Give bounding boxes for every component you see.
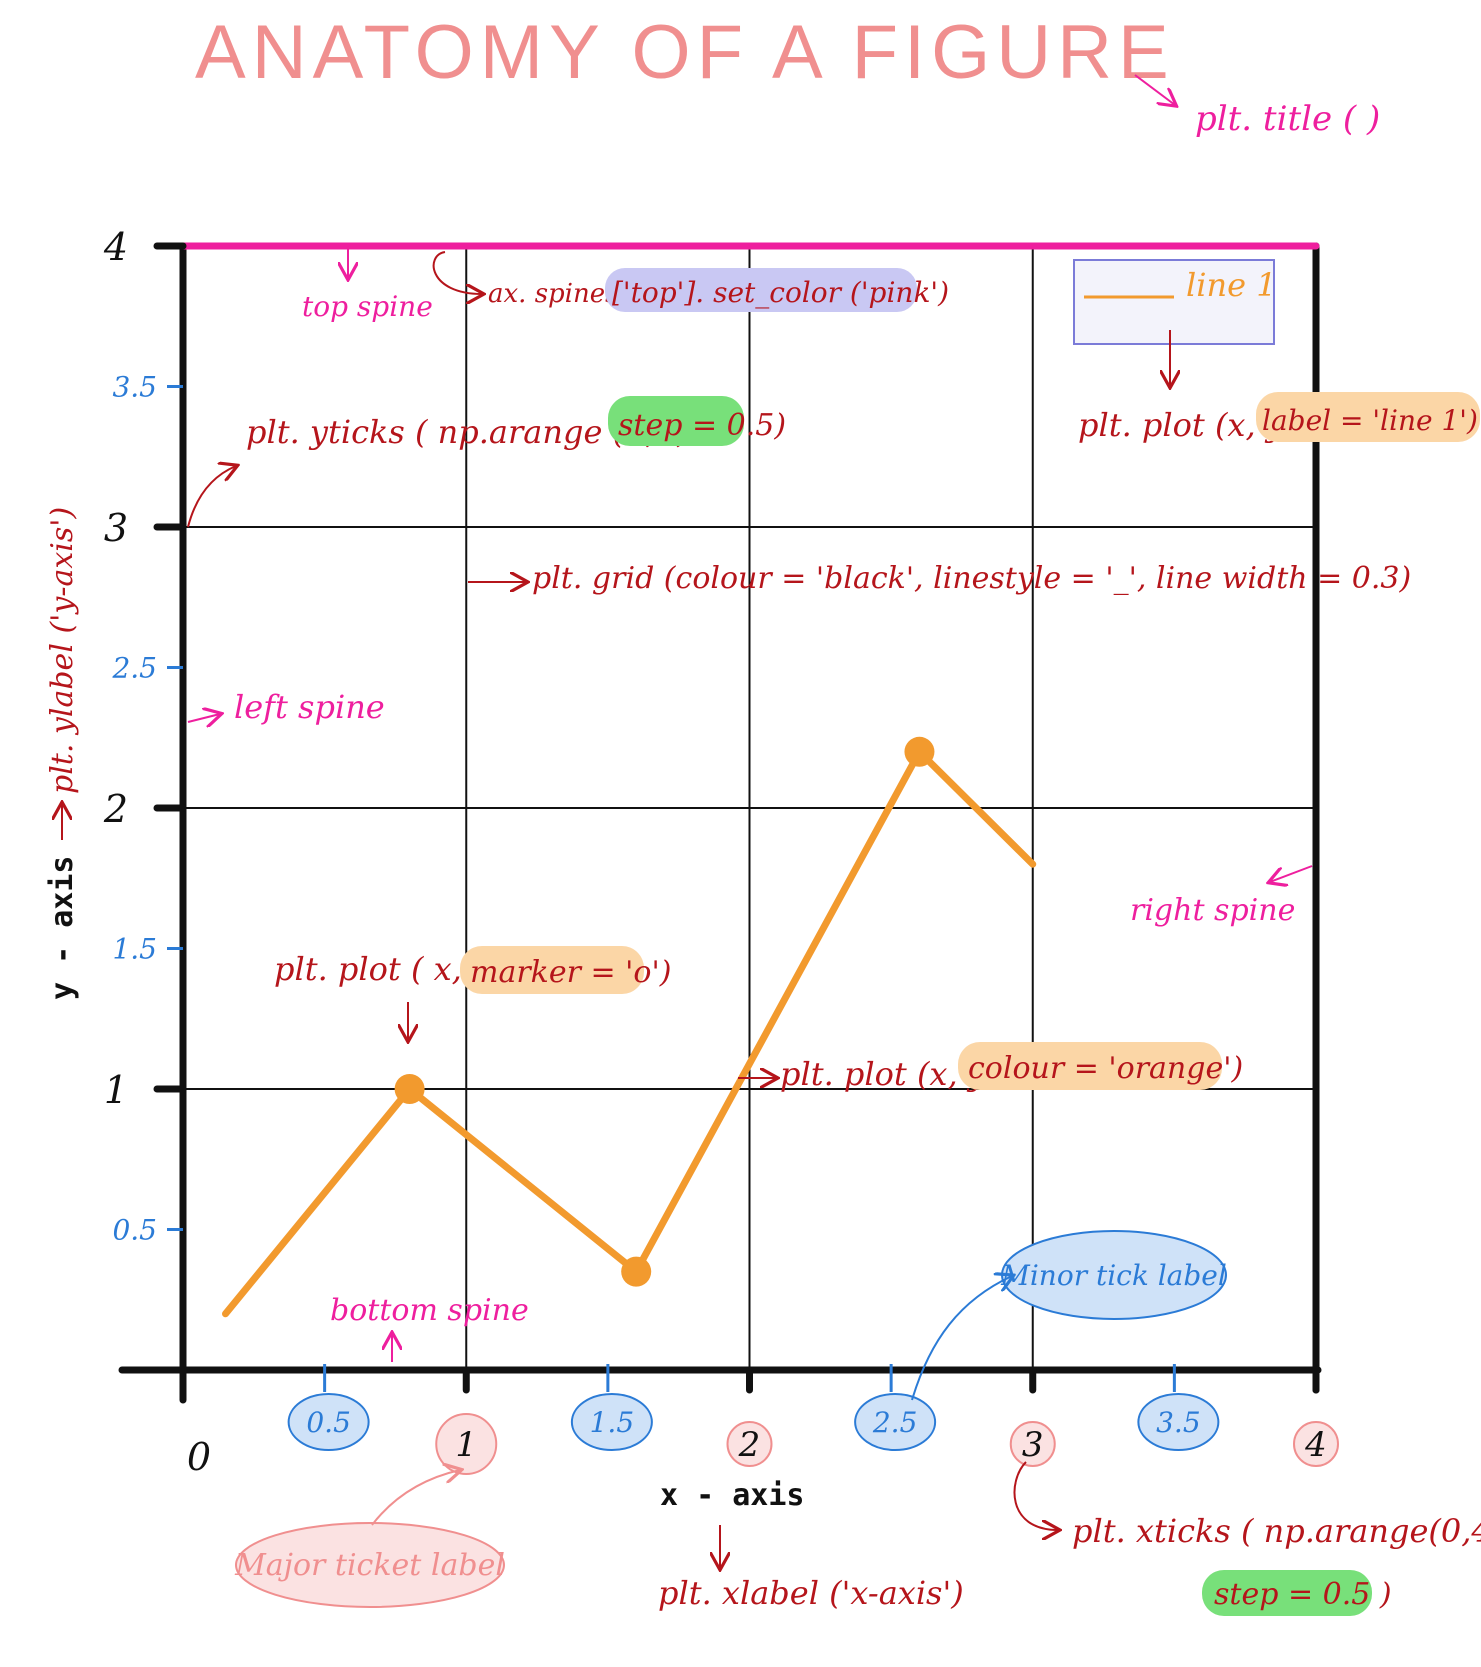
x-minor-tick-label: 2.5 <box>872 1406 918 1439</box>
x-minor-tick-label-ellipse <box>854 1393 937 1451</box>
left-spine-label: left spine <box>234 688 385 726</box>
data-point-marker <box>904 736 935 767</box>
y-major-tick-label: 3 <box>104 506 128 550</box>
plot-colour-prefix: plt. plot (x, y, <box>780 1055 992 1093</box>
plot-colour-highlight-bg <box>958 1042 1222 1090</box>
y-axis-label: y - axis <box>45 856 80 1001</box>
x-major-tick-label-circle <box>1293 1421 1339 1467</box>
x-major-tick-label-circle <box>435 1413 498 1475</box>
y-minor-tick-label: 0.5 <box>112 1214 157 1247</box>
left-spine-arrow <box>187 714 220 722</box>
yticks-call-highlight: step = 0.5) <box>618 408 786 443</box>
legend-box <box>1073 259 1275 345</box>
y-minor-tick-label: 2.5 <box>111 652 157 685</box>
x-minor-tick-label: 1.5 <box>590 1406 635 1439</box>
plot-colour-highlight: colour = 'orange') <box>968 1051 1243 1086</box>
yticks-highlight <box>608 396 744 446</box>
legend-label: line 1 <box>1186 266 1277 304</box>
x-axis-label: x - axis <box>660 1478 805 1513</box>
data-series <box>221 736 1037 1318</box>
yticks-arrow <box>187 466 236 528</box>
minor-tick-callout-label: Minor tick label <box>1000 1259 1227 1292</box>
right-spine-arrow <box>1270 865 1313 882</box>
x-minor-tick-label: 3.5 <box>1156 1406 1201 1439</box>
top-spine-label: top spine <box>302 290 433 323</box>
plot-label-highlight: label = 'line 1') <box>1262 404 1478 437</box>
y-minor-tick-label: 1.5 <box>112 933 157 966</box>
xticks-highlight-bg <box>1202 1570 1372 1616</box>
spines-call-prefix: ax. spines <box>488 279 618 309</box>
x-major-tick-label-circle <box>1009 1421 1056 1467</box>
series-line <box>221 748 1037 1318</box>
grid-call: plt. grid (colour = 'black', linestyle =… <box>532 561 1411 596</box>
x-minor-tick-label-ellipse <box>570 1393 653 1451</box>
data-point-marker <box>394 1074 425 1104</box>
xlabel-call: plt. xlabel ('x-axis') <box>658 1574 964 1612</box>
bottom-spine-label: bottom spine <box>330 1293 529 1328</box>
plot-marker-prefix: plt. plot ( x, y, <box>274 950 496 988</box>
plot-marker-highlight: marker = 'o') <box>470 955 671 990</box>
major-tick-callout-label: Major ticket label <box>234 1548 505 1583</box>
x-major-tick-label: 0 <box>187 1435 211 1479</box>
y-major-tick-label: 4 <box>103 225 128 269</box>
x-major-tick-label: 1 <box>455 1425 477 1465</box>
title-call-annotation: plt. title ( ) <box>1195 99 1380 139</box>
xticks-highlight: step = 0.5 ) <box>1214 1577 1392 1612</box>
y-major-tick-label: 1 <box>104 1068 128 1112</box>
y-major-tick-label: 2 <box>103 787 128 831</box>
minor-tick-arrow <box>911 1276 1012 1401</box>
y-minor-tick-label: 3.5 <box>112 371 157 404</box>
right-spine-label: right spine <box>1130 893 1295 928</box>
x-minor-tick-label-ellipse <box>287 1393 370 1451</box>
x-major-tick-label: 4 <box>1304 1425 1327 1465</box>
plot-label-highlight-bg <box>1256 392 1480 442</box>
xticks-call: plt. xticks ( np.arange(0,4), <box>1072 1512 1481 1550</box>
x-minor-tick-label: 0.5 <box>306 1406 351 1439</box>
xticks-arrow <box>1013 1461 1058 1530</box>
x-major-tick-label: 2 <box>738 1425 761 1465</box>
spines-arrow <box>432 251 482 294</box>
spines-call-highlight: ['top']. set_color ('pink') <box>612 276 949 309</box>
x-major-tick-label-circle <box>726 1421 773 1467</box>
plot-marker-highlight-bg <box>460 946 644 994</box>
major-tick-arrow <box>371 1470 460 1526</box>
data-point-marker <box>621 1256 652 1287</box>
x-minor-tick-label-ellipse <box>1137 1393 1220 1451</box>
figure-title: ANATOMY OF A FIGURE <box>195 10 1175 95</box>
ticks: 1 2 3 4 0.5 1.5 2.5 3.5 0 1 2 3 4 0.5 1.5 2.5 3.5 <box>103 225 1339 1479</box>
grid-lines <box>183 246 1316 1370</box>
x-major-tick-label: 3 <box>1022 1425 1044 1465</box>
title-arrow <box>1134 74 1175 105</box>
plot-label-prefix: plt. plot (x, y, <box>1078 406 1290 444</box>
ylabel-call: plt. ylabel ('y-axis') <box>45 507 80 794</box>
spines-highlight <box>605 268 917 312</box>
major-tick-callout <box>235 1522 505 1608</box>
